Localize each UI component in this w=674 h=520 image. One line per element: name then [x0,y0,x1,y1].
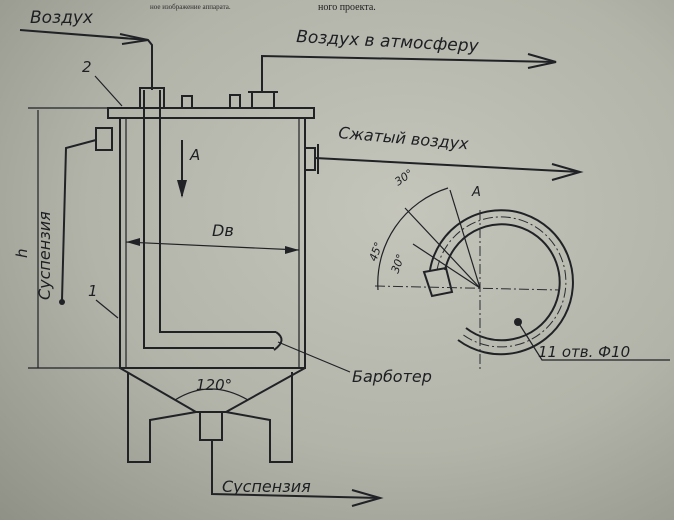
vessel-body [119,118,306,369]
arrow-icon [119,33,149,45]
nozzle [304,147,316,171]
sparger-label: Барботер [352,367,432,386]
caption-right: ного проекта. [318,2,376,13]
lid-flange [107,107,315,119]
suspension-outlet-line [211,440,381,499]
holes-label: 11 отв. Ф10 [538,343,630,361]
suspension-inlet-label: Суспензия [35,211,54,300]
arrow-icon [527,53,557,69]
diameter-label: Dв [212,221,234,240]
suspension-outlet-label: Суспензия [222,477,311,496]
section-a-label: A [471,185,481,200]
sparger-ring-view: 30° 45° 30° A 11 отв. Ф10 [367,167,670,370]
position-1-label: 1 [88,282,98,300]
arrow-icon [551,163,584,181]
caption-left: ное изображение аппарата. [150,3,231,11]
air-outlet-line [261,54,557,92]
angle-30-bottom: 30° [389,252,408,275]
angle-45: 45° [367,240,386,263]
suspension-inlet-line [61,139,97,301]
air-inlet-line [19,29,153,90]
air-outlet-label: Воздух в атмосферу [296,27,480,57]
compressed-air-line [314,157,581,173]
cone-angle-label: 120° [196,376,232,394]
height-label: h [13,248,31,258]
angle-30-top: 30° [392,167,415,189]
position-2-label: 2 [82,58,92,76]
compressed-air-label: Сжатый воздух [338,123,470,153]
diameter-dimension [125,241,300,251]
air-inlet-label: Воздух [30,8,94,28]
view-a-label: A [189,146,200,164]
air-pipe [143,90,274,349]
